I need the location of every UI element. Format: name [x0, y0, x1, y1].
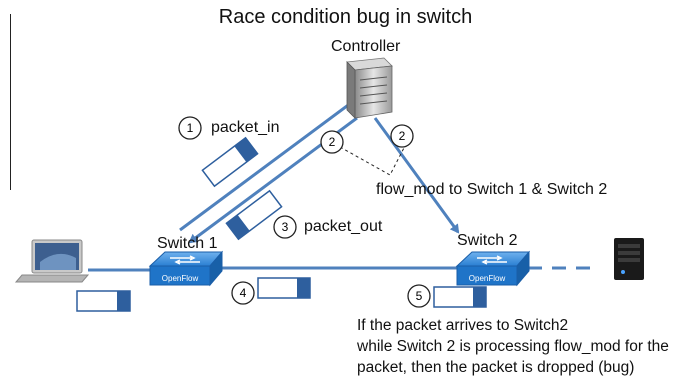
diagram-title: Race condition bug in switch — [218, 6, 473, 28]
caption-line-1: If the packet arrives to Switch2 — [357, 317, 569, 334]
packet-link-step4 — [257, 277, 311, 299]
step-2b-number: 2 — [399, 129, 406, 143]
laptop-icon — [14, 239, 90, 283]
caption-line-2: while Switch 2 is processing flow_mod fo… — [357, 338, 669, 355]
switch2-label: Switch 2 — [457, 232, 518, 249]
switch2-openflow-label: OpenFlow — [469, 274, 506, 283]
switch1-icon: OpenFlow — [148, 250, 224, 287]
caption-line-3: packet, then the packet is dropped (bug) — [357, 359, 635, 376]
packet-out-transit — [225, 189, 283, 241]
step-3-number: 3 — [282, 220, 289, 234]
bug-caption: If the packet arrives to Switch2 while S… — [357, 315, 669, 378]
switch1-label: Switch 1 — [157, 235, 218, 252]
switch1-openflow-label: OpenFlow — [162, 274, 199, 283]
controller-server-icon — [346, 57, 393, 119]
flow-mod-dashed-connector — [339, 141, 408, 176]
controller-label: Controller — [331, 38, 401, 55]
step-5-marker: 5 — [407, 284, 431, 308]
step-2a-number: 2 — [329, 135, 336, 149]
host-server-icon — [614, 238, 644, 280]
step-2b-marker: 2 — [390, 124, 414, 148]
step-3-marker: 3 — [273, 215, 297, 239]
packet-in-transit — [201, 136, 259, 188]
step-1-marker: 1 — [178, 116, 202, 140]
packet-at-switch2 — [433, 286, 487, 308]
flow-mod-label: flow_mod to Switch 1 & Switch 2 — [376, 181, 608, 198]
step-1-number: 1 — [187, 121, 194, 135]
margin-line — [10, 14, 11, 190]
step-2a-marker: 2 — [320, 130, 344, 154]
packet-at-switch1 — [76, 290, 131, 312]
step-4-number: 4 — [240, 286, 247, 300]
step-4-marker: 4 — [231, 281, 255, 305]
step-5-number: 5 — [416, 289, 423, 303]
switch2-icon: OpenFlow — [455, 250, 531, 287]
packet-in-label: packet_in — [211, 119, 280, 136]
arrow-flow-mod — [373, 117, 460, 234]
arrow-packet-in — [179, 98, 357, 232]
packet-out-label: packet_out — [304, 218, 383, 235]
